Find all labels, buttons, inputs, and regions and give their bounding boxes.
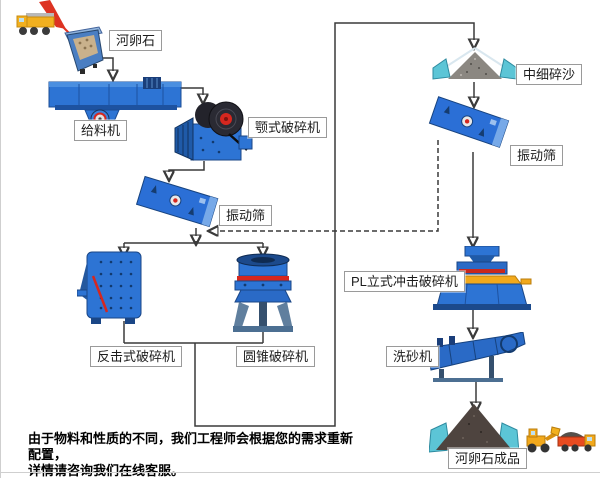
sand-washer-machine (426, 332, 526, 382)
note-line-2: 详情请咨询我们在线客服。 (28, 463, 185, 478)
label-vibrating-screen-2: 振动筛 (510, 145, 564, 166)
vibrating-feeder-machine (48, 77, 182, 129)
finished-product-pile (429, 404, 519, 453)
dump-truck-icon (16, 0, 71, 35)
jaw-crusher-machine (174, 101, 253, 161)
label-sand-washer: 洗砂机 (386, 346, 440, 367)
label-cone-crusher: 圆锥破碎机 (236, 346, 316, 367)
label-feeder: 给料机 (74, 120, 128, 141)
cone-crusher-machine (233, 253, 293, 332)
label-pl-vsi-crusher: PL立式冲击破碎机 (344, 271, 465, 292)
wheel-loader-icon (526, 426, 561, 453)
label-material: 河卵石 (109, 30, 163, 51)
bottom-divider (1, 472, 600, 473)
label-vibrating-screen-1: 振动筛 (219, 205, 273, 226)
medium-fine-sand-pile (432, 47, 518, 80)
vibrating-screen-2-machine (428, 96, 510, 148)
haul-truck-icon (557, 432, 596, 452)
label-jaw-crusher: 颚式破碎机 (248, 117, 328, 138)
label-impact-crusher: 反击式破碎机 (90, 346, 183, 367)
vibrating-screen-1-machine (135, 175, 219, 228)
impact-crusher-machine (77, 251, 142, 324)
configuration-note: 由于物料和性质的不同，我们工程师会根据您的需求重新配置， 详情请咨询我们在线客服… (28, 431, 358, 478)
label-medium-fine-sand: 中细碎沙 (516, 64, 583, 85)
hopper-icon (64, 26, 104, 74)
label-finished-product: 河卵石成品 (448, 448, 528, 469)
note-line-1: 由于物料和性质的不同，我们工程师会根据您的需求重新配置， (28, 431, 354, 462)
